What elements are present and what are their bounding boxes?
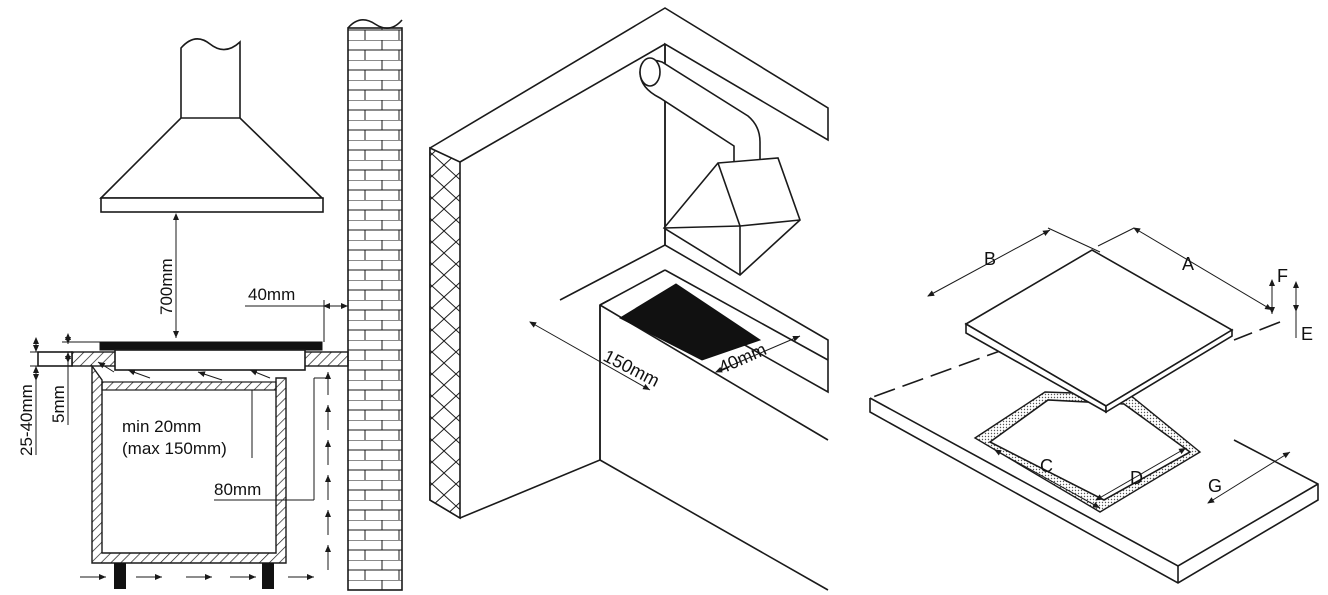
dim-g-label: G [1208, 476, 1222, 496]
hood-chimney [180, 38, 241, 118]
base-cabinet [91, 363, 287, 589]
perspective-hood [639, 57, 801, 276]
side-section-view: 700mm 40mm min 20mm (ma [17, 19, 403, 591]
dim-b-label: B [984, 249, 996, 269]
dim-f-label: F [1277, 266, 1288, 286]
cutout-hob [964, 249, 1234, 414]
hob-panel [99, 341, 323, 371]
side-gap-dimension [715, 335, 801, 373]
hob-recess-label: 5mm [49, 385, 68, 423]
brick-wall [347, 19, 403, 591]
dim-d-line [1095, 447, 1187, 501]
front-gap-label: 150mm [600, 346, 663, 391]
dim-c-label: C [1040, 456, 1053, 476]
cutout-view: B A F E C D G [869, 227, 1319, 584]
dim-d-label: D [1130, 468, 1143, 488]
wall-gap-label: 40mm [248, 285, 295, 304]
dim-a-label: A [1182, 254, 1194, 274]
dim-a-line [1133, 227, 1273, 311]
clearance-max-label: (max 150mm) [122, 439, 227, 458]
hood-gap-label: 700mm [157, 258, 176, 315]
counter-thickness-label: 25-40mm [17, 384, 36, 456]
cooker-hood [99, 117, 324, 213]
dim-c-line [994, 449, 1101, 509]
front-gap-dimension [529, 321, 651, 391]
cutout-opening [973, 391, 1202, 513]
clearance-min-label: min 20mm [122, 417, 201, 436]
dim-b-line [927, 229, 1051, 297]
perspective-view: 150mm 40mm [429, 7, 829, 591]
rear-gap-label: 80mm [214, 480, 261, 499]
cutout-worktop [869, 321, 1319, 584]
dim-e-label: E [1301, 324, 1313, 344]
airflow-arrows [80, 361, 331, 580]
dim-g-line [1207, 451, 1291, 504]
